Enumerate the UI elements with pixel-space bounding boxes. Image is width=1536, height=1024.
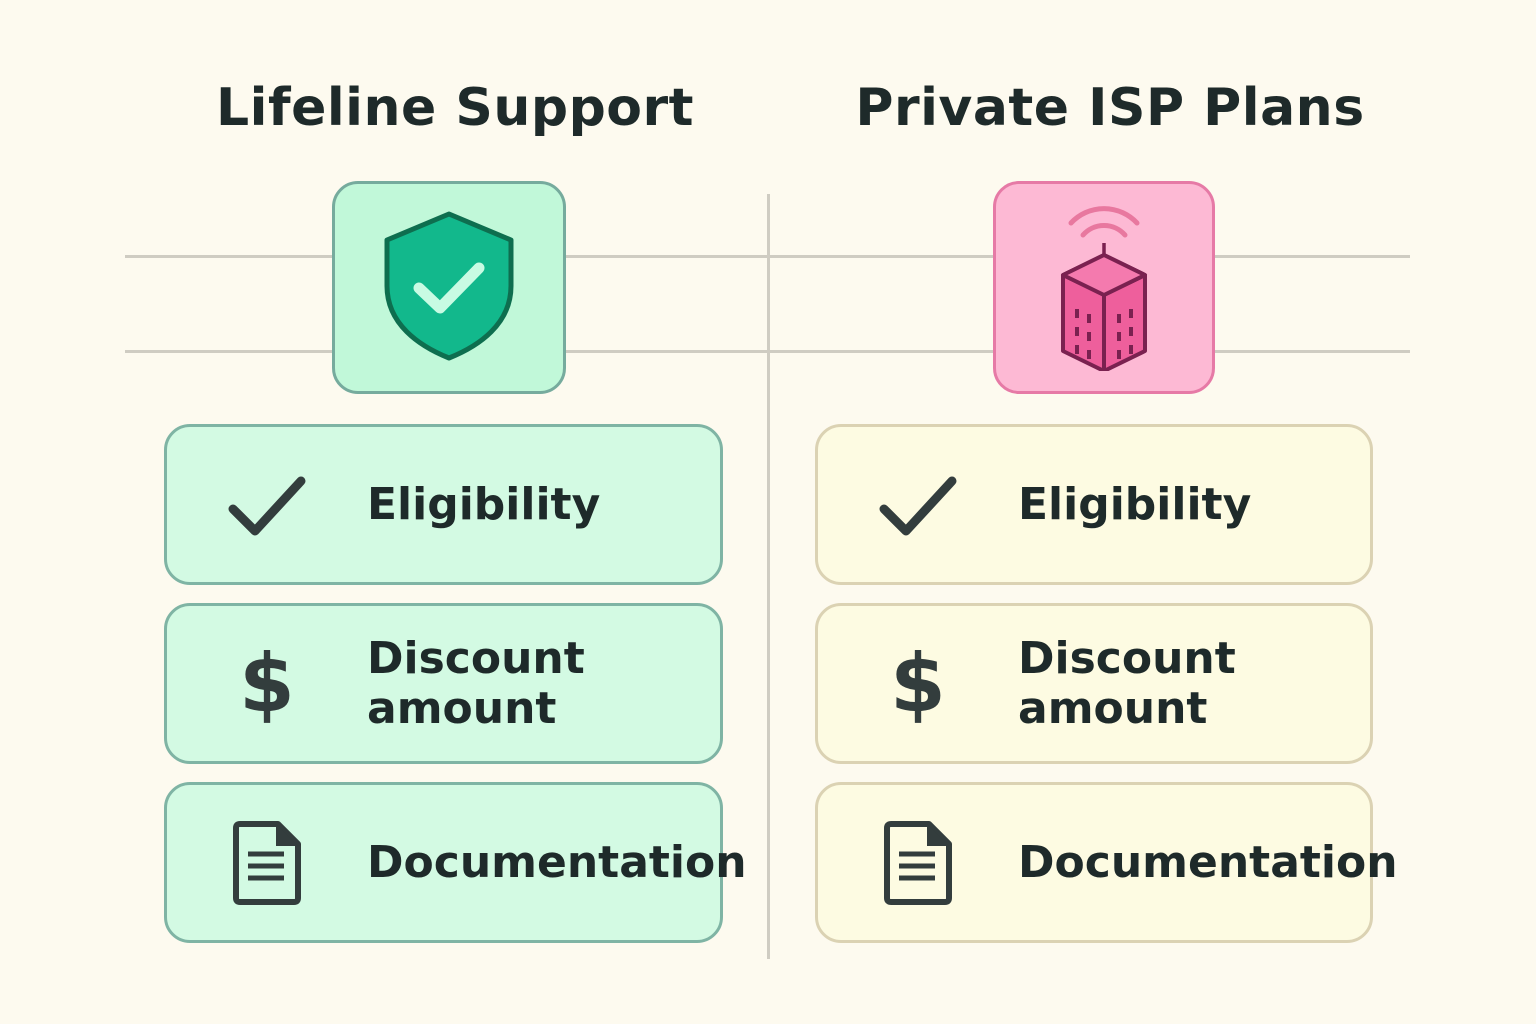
private-isp-icon-box	[993, 181, 1215, 394]
lifeline-card-discount: $ Discount amount	[164, 603, 723, 764]
dollar-icon: $	[239, 637, 295, 730]
document-icon	[868, 813, 968, 913]
divider-vertical	[767, 194, 770, 959]
column-title-private-isp: Private ISP Plans	[855, 78, 1365, 138]
card-label: Eligibility	[1018, 478, 1252, 530]
card-label: Documentation	[1018, 836, 1398, 888]
private-isp-card-documentation: Documentation	[815, 782, 1398, 943]
checkmark-icon	[868, 455, 968, 555]
building-antenna-icon	[1049, 201, 1159, 375]
dollar-icon: $	[890, 637, 946, 730]
column-title-lifeline: Lifeline Support	[215, 78, 695, 138]
card-label: Eligibility	[367, 478, 601, 530]
card-label: Discount amount	[367, 632, 585, 734]
shield-check-icon	[379, 206, 519, 370]
lifeline-card-eligibility: Eligibility	[164, 424, 723, 585]
card-label: Documentation	[367, 836, 747, 888]
lifeline-icon-box	[332, 181, 566, 394]
private-isp-card-discount: $ Discount amount	[815, 603, 1373, 764]
checkmark-icon	[217, 455, 317, 555]
private-isp-card-eligibility: Eligibility	[815, 424, 1373, 585]
document-icon	[217, 813, 317, 913]
card-label: Discount amount	[1018, 632, 1236, 734]
lifeline-card-documentation: Documentation	[164, 782, 747, 943]
